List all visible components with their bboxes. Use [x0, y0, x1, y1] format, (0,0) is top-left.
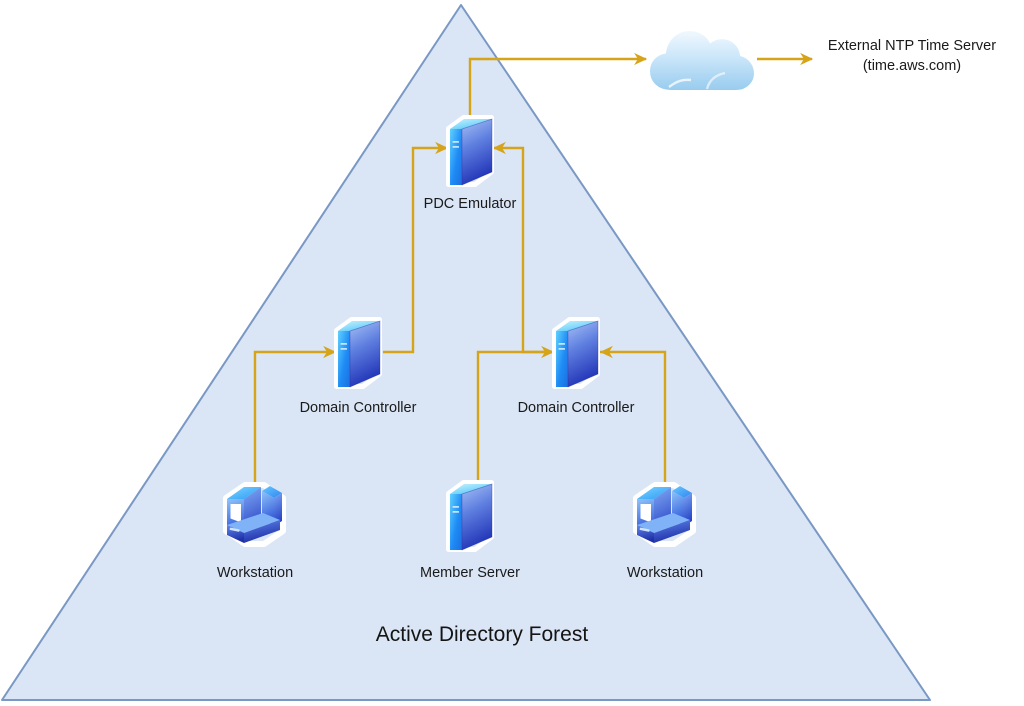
node-label-member-server: Member Server — [420, 565, 520, 581]
workstation-icon[interactable] — [633, 482, 696, 547]
connector-dc-left-to-pdc — [383, 141, 449, 354]
node-label-dc-right: Domain Controller — [517, 400, 635, 416]
forest-title: Active Directory Forest — [375, 623, 589, 646]
external-ntp-label-line2: (time.aws.com) — [862, 58, 962, 74]
workstation-icon[interactable] — [223, 482, 286, 547]
connector-member-server-to-dc-right — [476, 345, 555, 487]
connector-pdc-to-cloud — [468, 52, 648, 118]
connector-ws-left-to-dc-left — [253, 345, 337, 487]
external-ntp-label-line1: External NTP Time Server — [827, 38, 997, 54]
server-icon[interactable] — [334, 317, 382, 389]
node-label-pdc: PDC Emulator — [423, 196, 517, 212]
connector-ws-right-to-dc-right — [599, 345, 667, 487]
server-icon[interactable] — [552, 317, 600, 389]
node-label-ws-left: Workstation — [216, 565, 294, 581]
server-icon[interactable] — [446, 480, 494, 552]
cloud-icon[interactable] — [647, 28, 757, 92]
node-label-ws-right: Workstation — [626, 565, 704, 581]
server-icon[interactable] — [446, 115, 494, 187]
node-label-dc-left: Domain Controller — [299, 400, 417, 416]
